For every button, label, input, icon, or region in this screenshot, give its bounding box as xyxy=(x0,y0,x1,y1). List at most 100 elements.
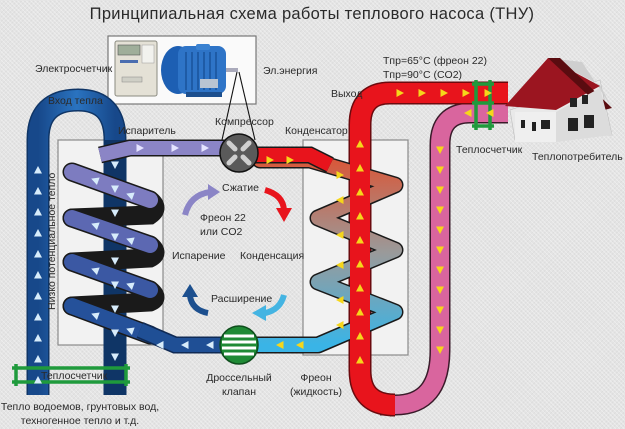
electric-motor-image xyxy=(161,44,238,97)
flow-arrow-return xyxy=(436,206,444,214)
heat-source-label-line2: техногенное тепло и т.д. xyxy=(21,415,139,427)
flow-arrow-return xyxy=(436,166,444,174)
output-label: Выход xyxy=(331,88,362,100)
electric-energy-label: Эл.энергия xyxy=(263,65,317,77)
flow-arrow-return xyxy=(436,326,444,334)
flow-arrow-condenser xyxy=(336,261,344,269)
flow-arrow-source xyxy=(34,292,42,300)
flow-arrow-hot xyxy=(462,89,470,97)
flow-arrow-condenser xyxy=(276,341,284,349)
flow-arrow-hot xyxy=(356,356,364,364)
flow-arrow-return xyxy=(436,186,444,194)
electricity-meter-label: Электросчетчик xyxy=(35,63,113,75)
flow-arrow-evaporator xyxy=(126,192,135,200)
condenser-label: Конденсатор xyxy=(285,125,348,137)
flow-arrow-evaporator xyxy=(91,177,100,185)
flow-arrow-condenser xyxy=(286,156,294,164)
house-icon xyxy=(505,58,613,142)
flow-arrow-return xyxy=(436,226,444,234)
heat-meter-left-label: Теплосчетчик xyxy=(41,370,108,382)
flow-arrow-vapor xyxy=(201,144,209,152)
condensation-label: Конденсация xyxy=(240,250,304,262)
flow-arrow-condenser xyxy=(336,171,344,179)
flow-arrow-condenser xyxy=(336,231,344,239)
flow-arrow-source xyxy=(111,185,119,193)
flow-arrow-source xyxy=(34,250,42,258)
evaporator-label: Испаритель xyxy=(118,125,176,137)
compression-label: Сжатие xyxy=(222,182,259,194)
flow-arrow-return xyxy=(436,346,444,354)
flow-arrow-source xyxy=(34,271,42,279)
flow-arrow-return xyxy=(486,109,494,117)
flow-arrow-condenser xyxy=(336,321,344,329)
flow-arrow-evaporator xyxy=(91,267,100,275)
compressor-icon xyxy=(219,133,259,173)
flow-arrow-evaporator xyxy=(126,282,135,290)
heat-meter-right-label: Теплосчетчик xyxy=(456,144,523,156)
heat-source-label-line1: Тепло водоемов, грунтовых вод, xyxy=(1,401,159,413)
heat-meter-right-icon xyxy=(472,80,494,130)
flow-arrow-return xyxy=(436,266,444,274)
flow-arrow-source xyxy=(34,313,42,321)
flow-arrow-liquid xyxy=(206,341,214,349)
flow-arrow-source xyxy=(34,334,42,342)
throttle-valve-icon xyxy=(219,325,259,365)
drive-belt xyxy=(221,71,256,141)
flow-arrow-hot xyxy=(418,89,426,97)
flow-arrow-condenser xyxy=(336,196,344,204)
compression-arrow xyxy=(182,189,211,216)
flow-arrow-source xyxy=(111,257,119,265)
flow-arrow-source xyxy=(111,209,119,217)
electricity-equipment-photo xyxy=(107,35,257,105)
flow-arrow-hot xyxy=(484,89,492,97)
expansion-label: Расширение xyxy=(211,293,272,305)
throttle-valve-label-line1: Дроссельный xyxy=(206,372,272,384)
flow-arrow-condenser xyxy=(266,156,274,164)
compressor-label: Компрессор xyxy=(215,116,274,128)
flow-arrow-source xyxy=(111,233,119,241)
flow-arrow-return xyxy=(464,109,472,117)
flow-arrows xyxy=(34,89,494,384)
flow-arrow-hot xyxy=(440,89,448,97)
flow-arrow-vapor xyxy=(136,144,144,152)
flow-arrow-vapor xyxy=(171,144,179,152)
flow-arrow-condenser xyxy=(336,296,344,304)
heat-input-label: Вход тепла xyxy=(48,95,103,107)
diagram-title: Принципиальная схема работы теплового на… xyxy=(90,5,535,23)
flow-arrow-return xyxy=(436,306,444,314)
flow-arrow-source xyxy=(34,229,42,237)
flow-arrow-evaporator xyxy=(126,327,135,335)
temperature-co2-label: Tпр=90°C (CO2) xyxy=(383,69,462,81)
flow-arrow-liquid xyxy=(156,341,164,349)
flow-arrow-source xyxy=(111,305,119,313)
flow-arrow-source xyxy=(111,161,119,169)
cycle-arrows xyxy=(182,184,292,321)
flow-arrow-hot xyxy=(356,164,364,172)
temperature-freon-label: Tпр=65°C (фреон 22) xyxy=(383,55,487,67)
flow-arrow-hot xyxy=(356,332,364,340)
flow-arrow-source xyxy=(111,281,119,289)
throttle-valve-label-line2: клапан xyxy=(222,386,256,398)
flow-arrow-hot xyxy=(356,140,364,148)
flow-arrow-source xyxy=(111,329,119,337)
flow-arrow-source xyxy=(111,353,119,361)
flow-arrow-source xyxy=(34,208,42,216)
low-potential-heat-label: Низко потенциальное тепло xyxy=(46,172,58,310)
flow-arrow-evaporator xyxy=(126,237,135,245)
condensation-arrow xyxy=(264,187,287,211)
flow-arrow-hot xyxy=(356,260,364,268)
flow-arrow-hot xyxy=(356,188,364,196)
evaporation-label: Испарение xyxy=(172,250,226,262)
flow-arrow-hot xyxy=(356,236,364,244)
flow-arrow-return xyxy=(436,146,444,154)
flow-arrow-condenser xyxy=(296,341,304,349)
evaporation-arrow xyxy=(187,295,209,316)
expansion-arrow xyxy=(264,294,287,316)
refrigerant-label-line2: или CO2 xyxy=(200,226,243,238)
freon-liquid-label-line2: (жидкость) xyxy=(290,386,342,398)
flow-arrow-return xyxy=(436,246,444,254)
flow-arrow-hot xyxy=(356,284,364,292)
flow-arrow-source xyxy=(34,187,42,195)
flow-arrow-hot xyxy=(356,308,364,316)
